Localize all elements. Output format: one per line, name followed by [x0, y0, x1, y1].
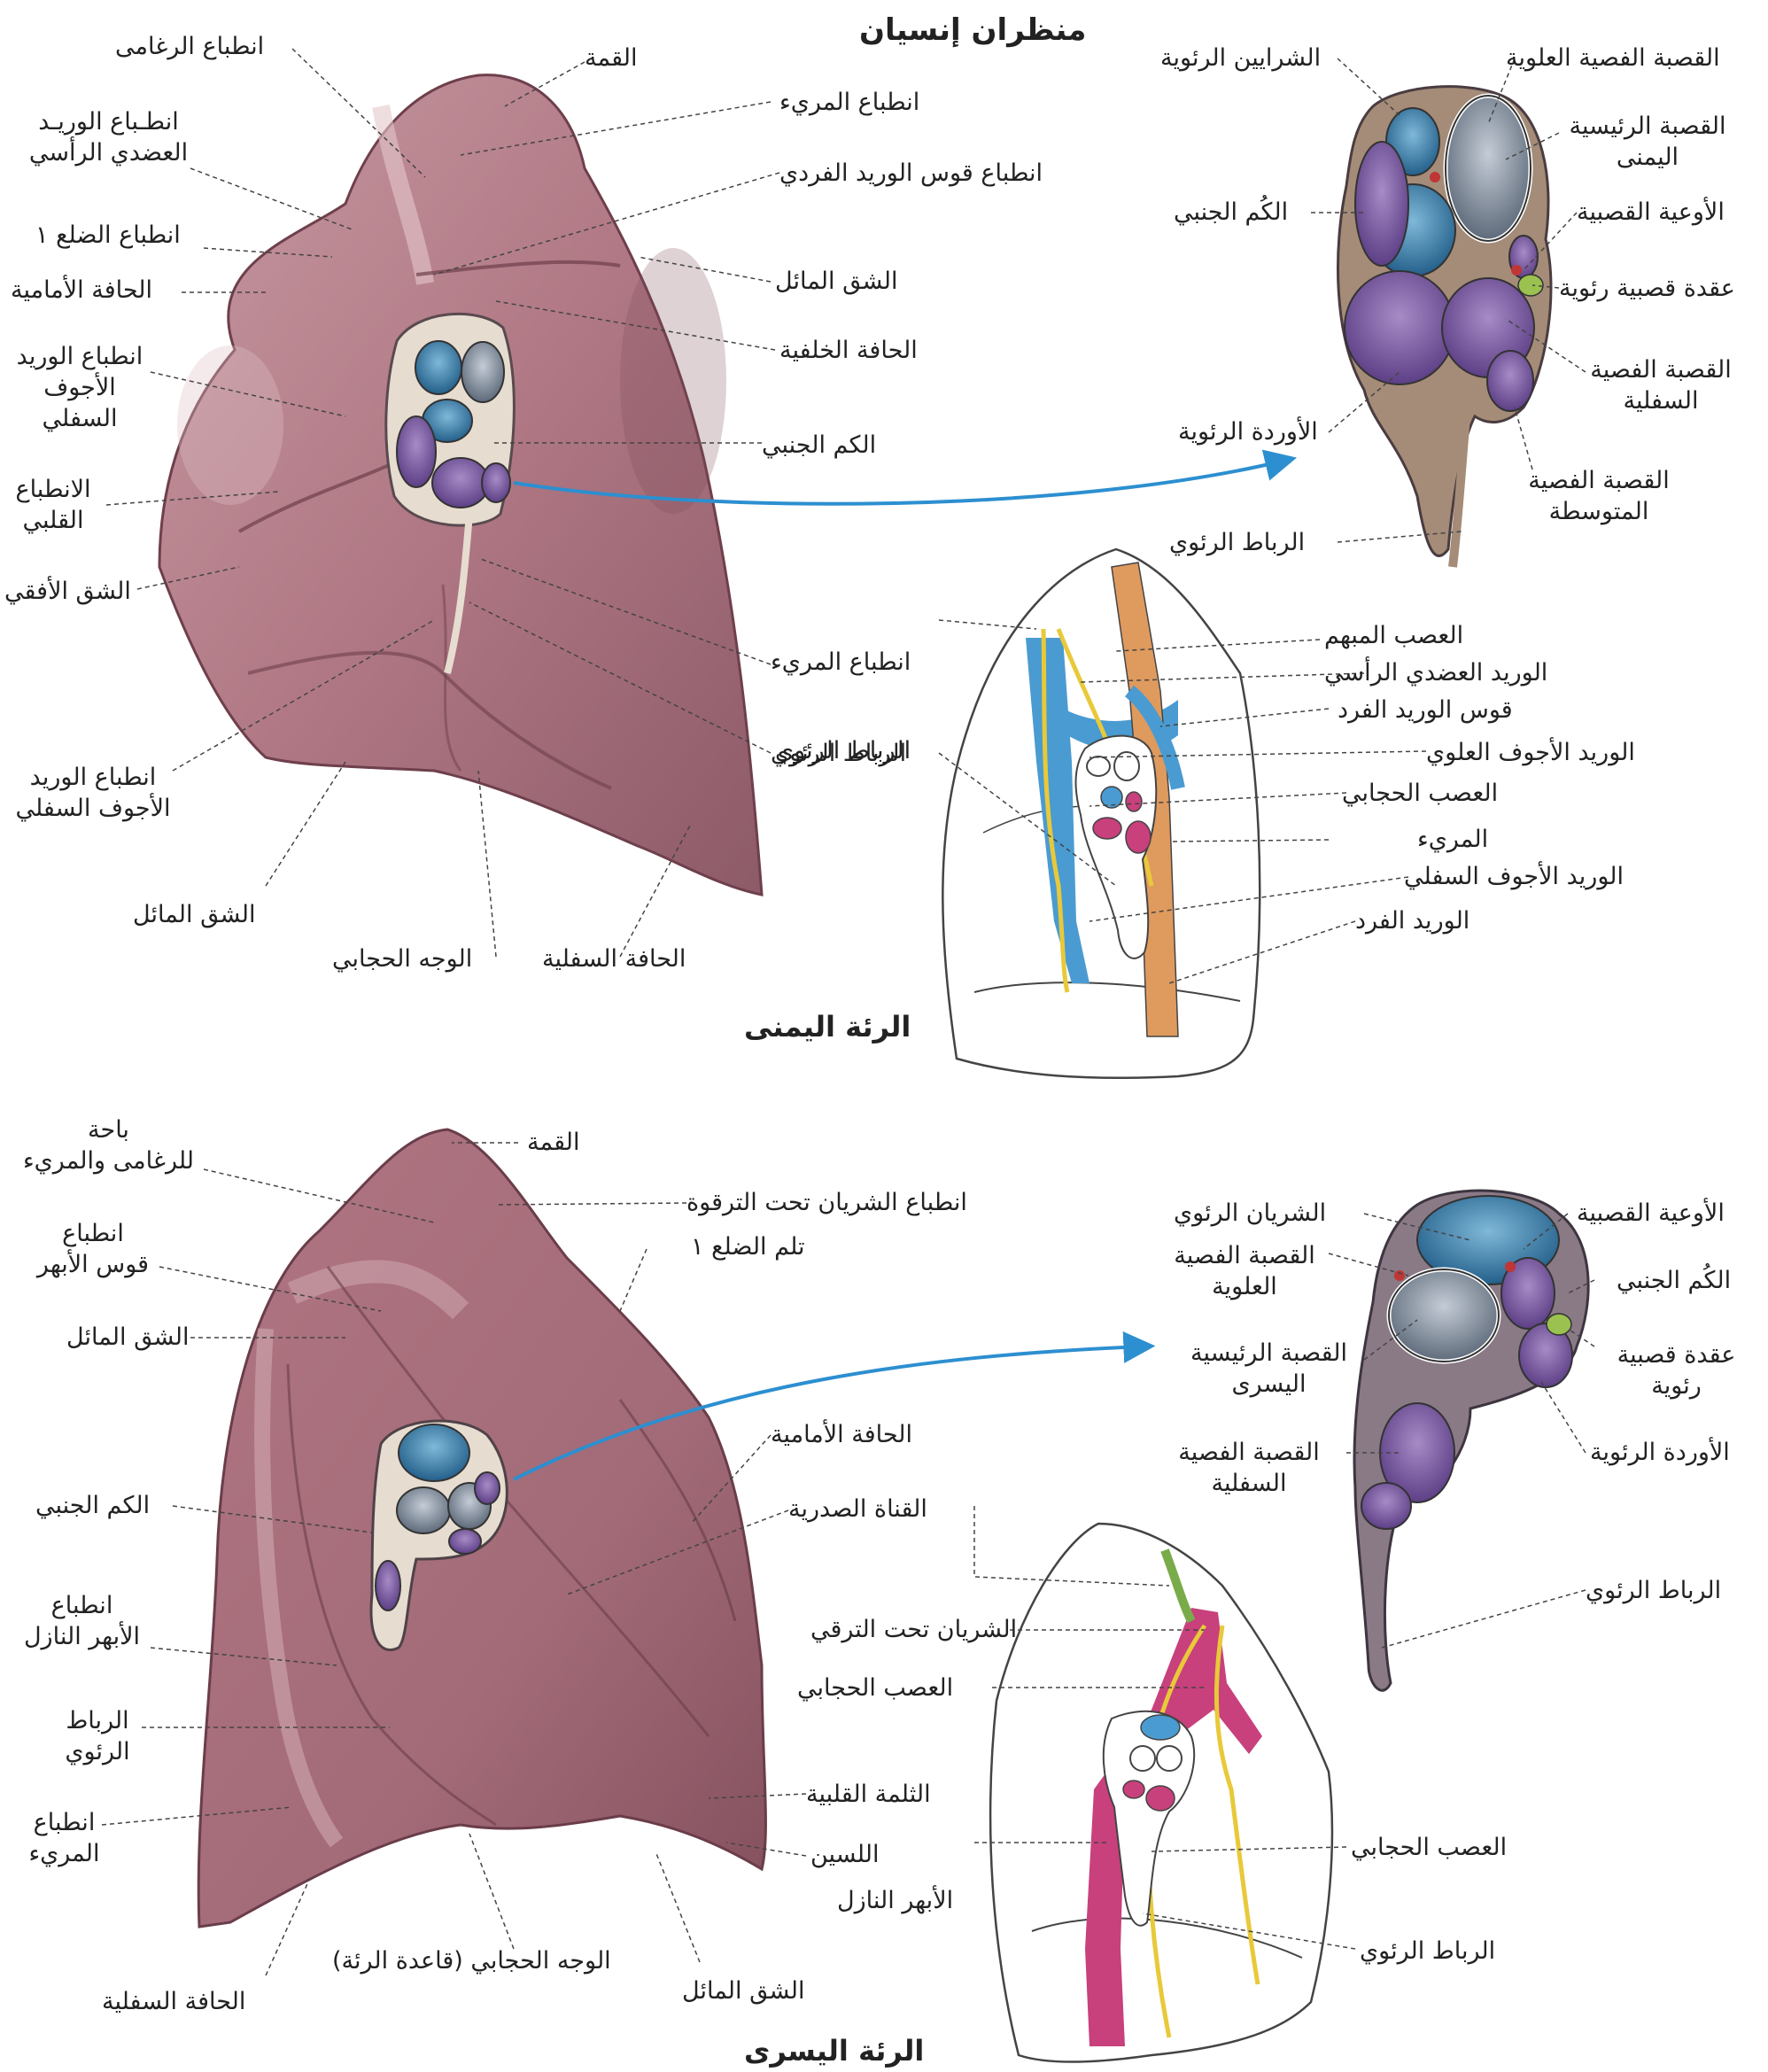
- label-horizontal-fissure: الشق الأفقي: [4, 578, 131, 605]
- label-trachea-esophagus-area: باحة للرغامى والمريء: [22, 1116, 195, 1175]
- label-thoracic-duct: القناة الصدرية: [788, 1495, 927, 1523]
- figure-heading: منظران إنسيان: [859, 12, 1087, 48]
- label-svc: الوريد الأجوف العلوي: [1426, 739, 1635, 766]
- left-hilum-arrow: [513, 1331, 1156, 1481]
- label-pulmonary-ligament-right-schematic: الرباط الرئوي: [775, 737, 911, 764]
- label-ivc-impression-lower: انطباع الوريد الأجوف السفلي: [15, 764, 171, 822]
- label-phrenic-nerve-left-upper: العصب الحجابي: [797, 1674, 954, 1702]
- label-pleural-sleeve-right-hilum: الكُم الجنبي: [1174, 198, 1289, 226]
- label-esophagus-impression-upper: انطباع المريء: [779, 89, 920, 116]
- label-oblique-fissure-upper: الشق المائل: [775, 268, 898, 295]
- label-azygos-arch: قوس الوريد الفرد: [1338, 696, 1513, 724]
- label-pulmonary-veins-right: الأوردة الرئوية: [1178, 418, 1318, 446]
- label-descending-aorta-impression: انطباع الأبهر النازل: [23, 1592, 141, 1650]
- label-bronchial-vessels-left: الأوعية القصبية: [1577, 1199, 1725, 1227]
- label-ivc: الوريد الأجوف السفلي: [1404, 863, 1625, 890]
- label-aortic-arch-impression: انطباع قوس الأبهر: [36, 1220, 150, 1278]
- label-oblique-fissure-lower: الشق المائل: [133, 901, 256, 928]
- label-oblique-fissure-upper-left: الشق المائل: [66, 1323, 190, 1351]
- label-lymph-node-left: عقدة قصبية رئوية: [1617, 1341, 1736, 1400]
- label-pulmonary-veins-left: الأوردة الرئوية: [1590, 1439, 1730, 1466]
- label-inferior-lobar-bronchus-right: القصبة الفصية السفلية: [1590, 356, 1732, 415]
- label-diaphragmatic-surface-right: الوجه الحجابي: [332, 945, 473, 973]
- label-rib1-groove: تلم الضلع ١: [691, 1233, 805, 1261]
- label-apex: القمة: [585, 44, 638, 72]
- label-brachiocephalic-impression: انطـباع الوريـد العضدي الرأسي: [28, 108, 189, 167]
- label-pleural-sleeve-left-hilum: الكُم الجنبي: [1617, 1267, 1732, 1294]
- label-lingula: اللسين: [810, 1841, 880, 1868]
- left-hilum-enlarged: [1353, 1189, 1590, 1692]
- right-lung-schematic: [942, 547, 1261, 1080]
- label-ivc-impression-upper: انطباع الوريد الأجوف السفلي: [16, 343, 143, 432]
- label-pulmonary-ligament-left-hilum: الرباط الرئوي: [1586, 1577, 1722, 1604]
- label-superior-lobar-bronchus-left: القصبة الفصية العلوية: [1174, 1242, 1315, 1300]
- left-lung-title: الرئة اليسرى: [744, 2034, 925, 2068]
- label-cardiac-notch: الثلمة القلبية: [806, 1781, 931, 1808]
- label-anterior-border-left: الحافة الأمامية: [771, 1421, 913, 1448]
- right-hilum-arrow: [513, 449, 1298, 506]
- label-pleural-sleeve-left: الكم الجنبي: [35, 1492, 151, 1519]
- label-pulmonary-artery-left: الشريان الرئوي: [1174, 1199, 1327, 1227]
- label-right-main-bronchus: القصبة الرئيسية اليمنى: [1569, 113, 1726, 171]
- label-superior-lobar-bronchus-right: القصبة الفصية العلوية: [1506, 44, 1720, 72]
- right-lung-title: الرئة اليمنى: [744, 1010, 911, 1044]
- label-inferior-border-left: الحافة السفلية: [102, 1988, 246, 2015]
- label-pulmonary-ligament-left-schematic: الرباط الرئوي: [1360, 1937, 1496, 1965]
- label-middle-lobar-bronchus: القصبة الفصية المتوسطة: [1528, 467, 1670, 525]
- label-pulmonary-ligament-right-hilum: الرباط الرئوي: [1169, 529, 1306, 556]
- label-bronchial-vessels-right: الأوعية القصبية: [1577, 198, 1725, 226]
- label-pulmonary-ligament-left: الرباط الرئوي: [65, 1707, 130, 1765]
- leader-lines: [101, 48, 1595, 1976]
- label-inferior-border-right: الحافة السفلية: [542, 945, 686, 973]
- label-pulmonary-arteries: الشرايين الرئوية: [1160, 44, 1322, 72]
- label-pulmonary-ligament-right: الرباط الرئوي: [771, 740, 907, 767]
- label-subclavian-impression: انطباع الشريان تحت الترقوة: [686, 1189, 967, 1216]
- label-esophagus-impression-lower: انطباع المريء: [771, 648, 911, 676]
- label-phrenic-nerve-right: العصب الحجابي: [1342, 780, 1499, 807]
- label-lymph-node-right: عقدة قصبية رئوية: [1559, 275, 1735, 302]
- label-brachiocephalic-vein: الوريد العضدي الرأسي: [1324, 659, 1548, 687]
- label-posterior-border: الحافة الخلفية: [779, 337, 918, 364]
- label-pleural-sleeve-right: الكم الجنبي: [762, 431, 877, 459]
- label-apex-left: القمة: [527, 1129, 580, 1156]
- label-subclavian-artery: الشريان تحت الترقي: [810, 1616, 1018, 1643]
- label-rib1-impression: انطباع الضلع ١: [35, 221, 181, 249]
- label-esophagus-impression-left: انطباع المريء: [28, 1809, 100, 1867]
- right-hilum-enlarged: [1337, 85, 1553, 568]
- label-descending-aorta: الأبهر النازل: [837, 1887, 954, 1914]
- right-lung-illustration: [158, 74, 764, 896]
- label-left-main-bronchus: القصبة الرئيسية اليسرى: [1190, 1339, 1347, 1398]
- label-diaphragmatic-surface-left: الوجه الحجابي (قاعدة الرئة): [332, 1947, 611, 1975]
- label-phrenic-nerve-left-lower: العصب الحجابي: [1351, 1834, 1508, 1861]
- label-esophagus: المريء: [1417, 826, 1489, 853]
- label-oblique-fissure-lower-left: الشق المائل: [682, 1977, 805, 2005]
- label-vagus-nerve: العصب المبهم: [1324, 622, 1464, 649]
- left-lung-illustration: [197, 1128, 767, 1928]
- label-azygos-vein: الوريد الفرد: [1355, 907, 1470, 935]
- label-azygos-arch-impression: انطباع قوس الوريد الفردي: [779, 159, 1043, 187]
- label-anterior-border: الحافة الأمامية: [11, 276, 153, 304]
- label-trachea-impression: انطباع الرغامى: [115, 33, 265, 60]
- label-inferior-lobar-bronchus-left: القصبة الفصية السفلية: [1178, 1439, 1320, 1497]
- label-cardiac-impression: الانطباع القلبي: [15, 476, 91, 534]
- left-lung-schematic: [989, 1522, 1334, 2063]
